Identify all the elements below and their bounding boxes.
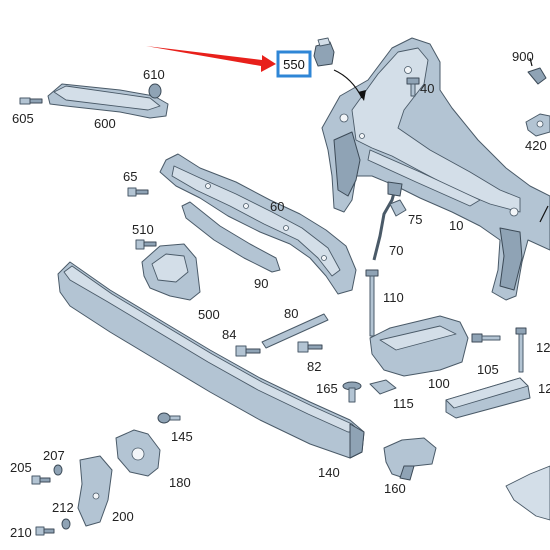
callout-82[interactable]: 82: [307, 359, 321, 374]
part-500-bracket[interactable]: [141, 243, 201, 301]
callout-115[interactable]: 115: [393, 396, 414, 411]
lower-right-panel-edge: [505, 465, 550, 521]
part-605-bolt[interactable]: [19, 97, 43, 105]
part-115-clip[interactable]: [369, 379, 397, 395]
callout-205[interactable]: 205: [10, 460, 32, 475]
callout-100[interactable]: 100: [428, 376, 450, 391]
part-60-crossmember[interactable]: [159, 153, 357, 295]
callout-110[interactable]: 110: [383, 290, 404, 305]
leader-10: [539, 205, 549, 223]
callout-500[interactable]: 500: [198, 307, 220, 322]
part-600-rail[interactable]: [47, 83, 169, 119]
part-120-bracket[interactable]: [445, 377, 531, 419]
callout-40[interactable]: 40: [420, 81, 434, 96]
callout-900[interactable]: 900: [512, 49, 534, 64]
callout-84[interactable]: 84: [222, 327, 236, 342]
part-212-washer[interactable]: [61, 518, 71, 530]
callout-65[interactable]: 65: [123, 169, 137, 184]
callout-207[interactable]: 207: [43, 448, 65, 463]
callout-510[interactable]: 510: [132, 222, 154, 237]
callout-145[interactable]: 145: [171, 429, 193, 444]
part-210-bolt[interactable]: [35, 526, 55, 536]
callout-550-label: 550: [283, 57, 305, 72]
highlight-callout-550[interactable]: 550: [276, 50, 312, 78]
part-90-strip[interactable]: [181, 201, 281, 273]
red-pointer-arrow-icon: [146, 46, 276, 72]
part-550-sensor[interactable]: [313, 37, 335, 67]
part-160-bracket[interactable]: [383, 437, 437, 481]
callout-210[interactable]: 210: [10, 525, 32, 540]
leader-550-arrowhead: [358, 90, 366, 101]
callout-610[interactable]: 610: [143, 67, 165, 82]
callout-105[interactable]: 105: [477, 362, 499, 377]
callout-165[interactable]: 165: [316, 381, 338, 396]
part-165-pin[interactable]: [342, 381, 362, 403]
part-70-hose[interactable]: [372, 181, 403, 261]
part-510-bolt[interactable]: [135, 239, 157, 250]
callout-60[interactable]: 60: [270, 199, 284, 214]
part-80-rod[interactable]: [261, 313, 329, 349]
part-82-bolt[interactable]: [297, 341, 323, 353]
callout-120-upper[interactable]: 12: [536, 340, 550, 355]
callout-212[interactable]: 212: [52, 500, 74, 515]
callout-180[interactable]: 180: [169, 475, 191, 490]
callout-70[interactable]: 70: [389, 243, 403, 258]
callout-420[interactable]: 420: [525, 138, 547, 153]
part-205-bolt[interactable]: [31, 475, 51, 485]
callout-120-lower[interactable]: 12: [538, 381, 550, 396]
callout-80[interactable]: 80: [284, 306, 298, 321]
highlight-box: [276, 50, 312, 78]
part-75-clip[interactable]: [389, 199, 407, 217]
part-207-washer[interactable]: [53, 464, 63, 476]
part-100-bracket[interactable]: [369, 315, 469, 377]
part-65-bolt[interactable]: [127, 187, 149, 197]
callout-200[interactable]: 200: [112, 509, 134, 524]
callout-90[interactable]: 90: [254, 276, 268, 291]
callout-605[interactable]: 605: [12, 111, 34, 126]
part-110-bolt[interactable]: [365, 269, 379, 337]
part-200-bracket[interactable]: [77, 455, 113, 527]
part-145-bolt[interactable]: [157, 412, 181, 424]
part-900-clip[interactable]: [527, 57, 547, 85]
front-module-carrier[interactable]: [321, 37, 550, 301]
part-105-bolt[interactable]: [471, 333, 501, 343]
part-120-bolt[interactable]: [515, 327, 527, 373]
callout-160[interactable]: 160: [384, 481, 406, 496]
part-84-bolt[interactable]: [235, 345, 261, 357]
callout-75[interactable]: 75: [408, 212, 422, 227]
callout-140[interactable]: 140: [318, 465, 340, 480]
part-420-bracket[interactable]: [525, 113, 550, 137]
callout-10[interactable]: 10: [449, 218, 463, 233]
part-610-plug[interactable]: [148, 83, 162, 99]
part-40-bolt[interactable]: [406, 77, 420, 97]
callout-600[interactable]: 600: [94, 116, 116, 131]
part-180-housing[interactable]: [115, 429, 161, 477]
part-140-bumper-beam[interactable]: [57, 261, 365, 459]
